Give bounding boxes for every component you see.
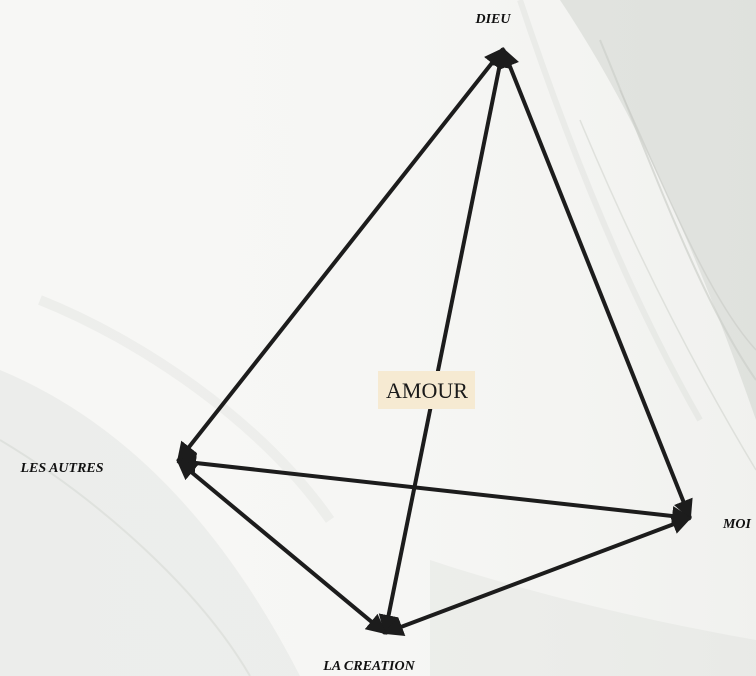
node-label-les-autres: LES AUTRES — [19, 461, 103, 476]
center-label: AMOUR — [386, 378, 468, 403]
node-label-la-creation: LA CREATION — [322, 659, 415, 674]
node-label-moi: MOI — [722, 517, 752, 532]
center-amour: AMOUR — [378, 371, 475, 409]
node-label-dieu: DIEU — [474, 12, 511, 27]
